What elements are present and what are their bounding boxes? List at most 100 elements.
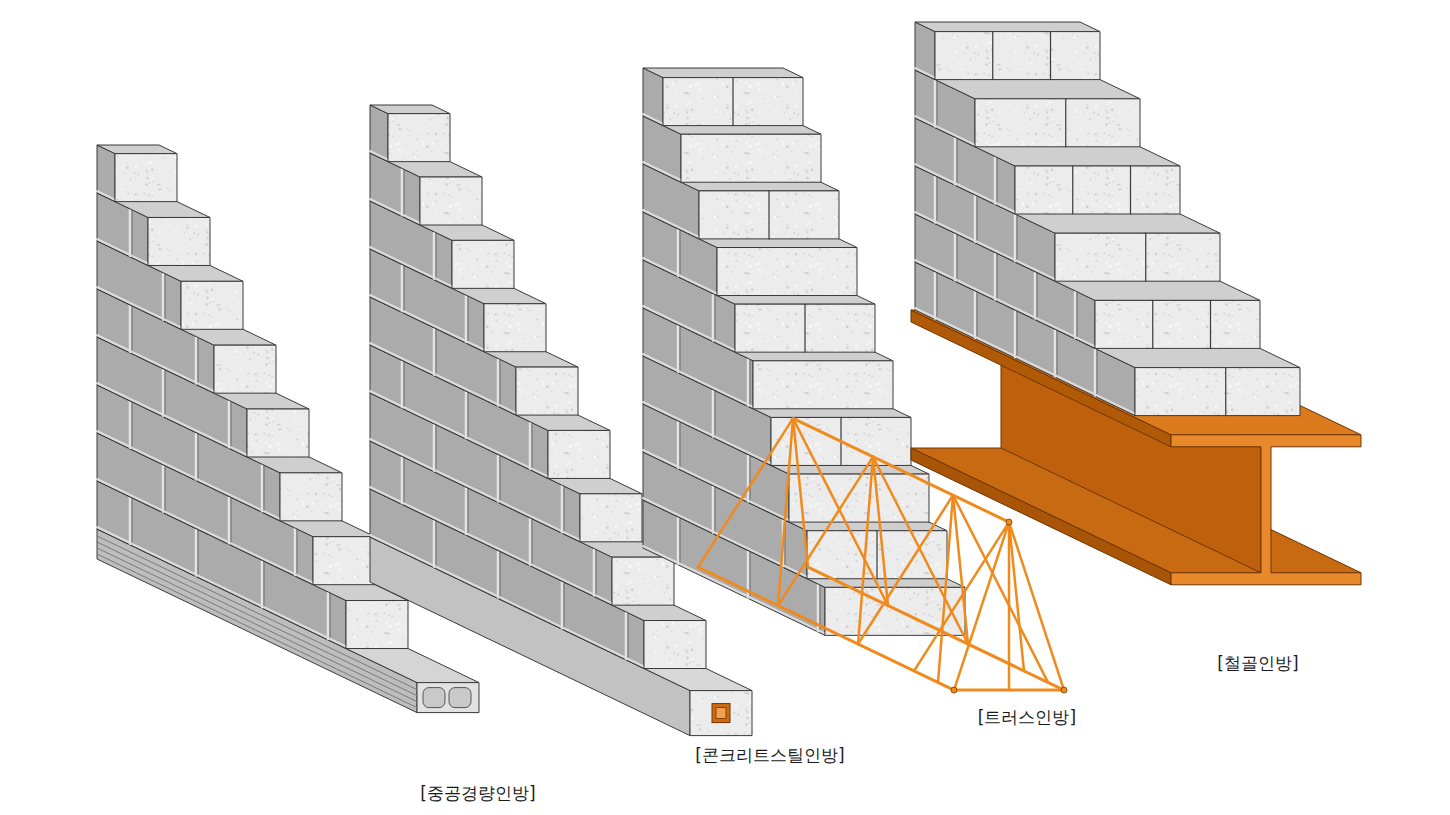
mortar-joint <box>677 230 680 276</box>
mortar-joint <box>643 354 753 407</box>
mortar-joint <box>401 457 404 503</box>
mortar-joint <box>468 297 469 343</box>
block-end-face <box>516 367 578 415</box>
mortar-joint <box>401 169 404 215</box>
caption-label: [철골인방] <box>1214 653 1301 673</box>
mortar-joint <box>561 486 564 532</box>
mortar-joint <box>401 361 404 407</box>
mortar-joint <box>593 550 596 596</box>
truss-diagonal <box>778 457 873 606</box>
block-end-joint <box>1225 368 1226 416</box>
mortar-joint <box>433 425 436 471</box>
mortar-joint <box>954 234 957 280</box>
mortar-joint <box>643 306 735 350</box>
truss-node <box>1061 687 1067 693</box>
mortar-joint <box>195 530 198 576</box>
mortar-joint <box>643 114 663 124</box>
block-end-face <box>935 32 1100 80</box>
truss-diagonal <box>793 418 808 567</box>
block-end-face <box>346 601 408 649</box>
block-end-face <box>548 430 610 478</box>
mortar-joint <box>436 426 437 472</box>
truss-diagonal <box>778 418 793 605</box>
mortar-joint <box>934 273 937 319</box>
mortar-joint <box>228 401 231 447</box>
mortar-joint <box>564 583 565 629</box>
mortar-joint <box>715 296 716 342</box>
mortar-joint <box>643 162 681 180</box>
truss-diagonal <box>858 457 873 644</box>
block-end-face <box>452 240 514 288</box>
mortar-joint <box>532 520 533 566</box>
mortar-joint <box>596 550 597 596</box>
mortar-joint <box>497 551 500 597</box>
mortar-joint <box>465 488 468 534</box>
block-end-joint <box>732 78 733 126</box>
mortar-joint <box>231 498 232 544</box>
truss-diagonal <box>938 495 953 682</box>
mortar-joint <box>643 210 699 237</box>
mortar-joint <box>198 338 199 384</box>
block-end-joint <box>876 531 877 579</box>
mortar-joint <box>997 254 998 300</box>
mortar-joint <box>1014 311 1017 357</box>
lintel-end-face <box>690 691 752 736</box>
mortar-joint <box>97 335 214 391</box>
mortar-joint <box>677 422 680 468</box>
truss-node <box>1006 519 1012 525</box>
block-top-face <box>370 105 450 114</box>
mortar-joint <box>1017 216 1018 262</box>
mortar-joint <box>497 455 500 501</box>
block-end-face <box>975 99 1140 147</box>
mortar-joint <box>997 158 998 204</box>
mortar-joint <box>132 403 133 449</box>
block-side-face <box>370 105 388 162</box>
mortar-joint <box>680 327 681 373</box>
mortar-joint <box>97 287 181 327</box>
block-end-joint <box>768 191 769 239</box>
block-end-face <box>1095 300 1260 348</box>
mortar-joint <box>370 295 484 350</box>
block-end-joint <box>1050 32 1051 80</box>
mortar-joint <box>529 423 532 469</box>
truss-diagonal <box>914 522 1009 671</box>
mortar-joint <box>1034 273 1037 319</box>
block-end-face <box>115 154 177 202</box>
mortar-joint <box>198 434 199 480</box>
mortar-joint <box>643 402 771 463</box>
mortar-joint <box>198 530 199 576</box>
mortar-joint <box>915 116 975 145</box>
block-end-face <box>699 191 839 239</box>
block-end-joint <box>1152 300 1153 348</box>
block-end-face <box>214 345 276 393</box>
block-end-joint <box>1130 166 1131 214</box>
block-end-joint <box>992 32 993 80</box>
block-end-face <box>420 177 482 225</box>
block-end-face <box>580 494 642 542</box>
mortar-joint <box>643 258 717 294</box>
truss-diagonal <box>698 418 793 567</box>
hollow-cell <box>449 688 471 708</box>
block-end-face <box>148 217 210 265</box>
mortar-joint <box>680 519 681 565</box>
block-end-face <box>247 409 309 457</box>
mortar-joint <box>628 614 629 660</box>
mortar-joint <box>954 138 957 184</box>
mortar-joint <box>404 170 405 216</box>
block-end-face <box>735 304 875 352</box>
block-top-face <box>915 22 1100 32</box>
mortar-joint <box>261 561 264 607</box>
mortar-joint <box>165 371 166 417</box>
mortar-joint <box>747 359 750 405</box>
block-end-joint <box>1210 300 1211 348</box>
mortar-joint <box>994 157 997 203</box>
block-end-face <box>663 78 803 126</box>
mortar-joint <box>1037 274 1038 320</box>
mortar-joint <box>264 466 265 512</box>
mortar-joint <box>715 392 716 438</box>
mortar-joint <box>433 521 436 567</box>
mortar-joint <box>162 370 165 416</box>
mortar-joint <box>937 274 938 320</box>
